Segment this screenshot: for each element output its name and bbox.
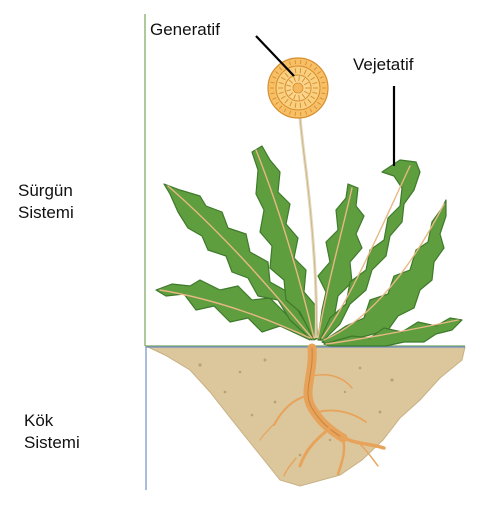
generatif-pointer bbox=[255, 35, 295, 77]
floret-line bbox=[272, 97, 277, 100]
leaf-right-tall bbox=[319, 159, 421, 341]
floret-line bbox=[293, 76, 296, 82]
generatif-label: Generatif bbox=[150, 20, 220, 39]
root-system bbox=[259, 343, 386, 477]
floret-line bbox=[294, 68, 297, 74]
floret-line bbox=[301, 77, 306, 83]
shoot-system-label: Sürgün Sistemi bbox=[18, 180, 74, 224]
floret-line bbox=[309, 108, 313, 113]
floret-line bbox=[304, 61, 308, 66]
floret-line bbox=[275, 101, 279, 105]
leaf-right-far bbox=[321, 199, 447, 345]
floret-line bbox=[313, 105, 318, 110]
soil-specks bbox=[198, 358, 394, 457]
floret-line bbox=[321, 81, 326, 84]
leaf-left-big bbox=[163, 183, 315, 341]
floret-line bbox=[319, 97, 324, 100]
floret-line bbox=[288, 92, 294, 97]
floret-line bbox=[278, 66, 283, 71]
shoot-system-label-line1: Sürgün bbox=[18, 181, 73, 200]
shoot-system-label-line2: Sistemi bbox=[18, 203, 74, 222]
floret-line bbox=[289, 101, 293, 107]
floret-line bbox=[272, 76, 277, 79]
floret-line bbox=[321, 92, 326, 95]
floret-line bbox=[298, 76, 300, 82]
floret-line bbox=[275, 71, 279, 75]
floret-line bbox=[303, 101, 307, 107]
floret-line bbox=[280, 95, 286, 100]
floret-line bbox=[309, 63, 313, 68]
floret-line bbox=[312, 91, 318, 95]
floret-line bbox=[278, 105, 283, 110]
floret-line bbox=[303, 82, 309, 86]
floret-line bbox=[304, 110, 308, 115]
floret-line bbox=[298, 94, 300, 100]
floret-line bbox=[312, 81, 318, 85]
floret-line bbox=[278, 81, 284, 85]
floret-line bbox=[317, 71, 321, 75]
floret-line bbox=[270, 92, 275, 95]
floret-line bbox=[280, 76, 286, 81]
floret-line bbox=[286, 89, 292, 92]
leaf-rosette bbox=[155, 145, 463, 347]
floret-line bbox=[288, 110, 292, 115]
floret-line bbox=[283, 108, 287, 113]
floret-line bbox=[310, 95, 316, 100]
root-system-label-line1: Kök bbox=[24, 411, 54, 430]
floret-line bbox=[278, 91, 284, 95]
floret-line bbox=[301, 93, 306, 99]
floret-line bbox=[303, 90, 309, 94]
floret-line bbox=[313, 66, 318, 71]
floret-line bbox=[288, 61, 292, 66]
floret-line bbox=[270, 81, 275, 84]
floret-line bbox=[284, 72, 289, 77]
floret-line bbox=[303, 69, 307, 75]
floret-line bbox=[294, 102, 297, 108]
floret-line bbox=[293, 94, 296, 100]
leaf-midribs bbox=[159, 149, 459, 345]
floret-line bbox=[286, 84, 292, 87]
floret-line bbox=[288, 79, 294, 84]
floret-line bbox=[307, 99, 312, 104]
flower-stem-edge bbox=[297, 97, 317, 339]
root-system-label: Kök Sistemi bbox=[24, 410, 80, 454]
root-system-label-line2: Sistemi bbox=[24, 433, 80, 452]
soil-mound bbox=[147, 346, 466, 487]
floret-line bbox=[317, 101, 321, 105]
flower-head bbox=[267, 57, 329, 119]
vejetatif-label: Vejetatif bbox=[353, 55, 414, 74]
floret-line bbox=[299, 68, 302, 74]
leaf-right-center bbox=[317, 183, 365, 341]
floret-line bbox=[284, 99, 289, 104]
floret-line bbox=[299, 102, 302, 108]
floret-line bbox=[310, 76, 316, 81]
floret-line bbox=[319, 76, 324, 79]
floret-line bbox=[307, 72, 312, 77]
